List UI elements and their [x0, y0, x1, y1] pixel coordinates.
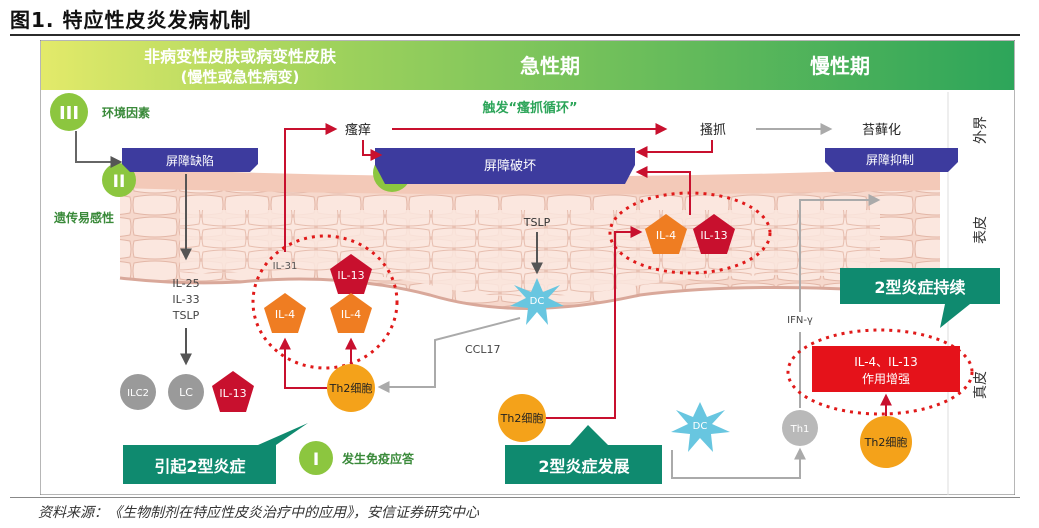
ilc2-cell — [120, 374, 156, 410]
immune-label: 发生免疫应答 — [341, 451, 415, 466]
il13-left-label: IL-13 — [337, 269, 364, 282]
enhance-line1: IL-4、IL-13 — [854, 355, 918, 369]
source-note: 资料来源：《生物制剂在特应性皮炎治疗中的应用》，安信证券研究中心 — [38, 505, 479, 521]
header-band — [41, 41, 1014, 90]
il4-il13-enhance-box — [812, 346, 960, 392]
env-factors-label: 环境因素 — [102, 105, 150, 120]
lichen-label: 苔藓化 — [862, 123, 901, 138]
lc-cell — [168, 374, 204, 410]
step-1-label: I — [313, 450, 319, 470]
lc-label: LC — [179, 386, 193, 399]
il4-pentagon-left-1 — [264, 293, 306, 333]
tslp-left-label: TSLP — [172, 309, 200, 322]
step-1-circle — [299, 441, 333, 475]
th2-cell-right — [860, 416, 912, 468]
dc-epidermis-label: DC — [530, 296, 545, 307]
step-3-circle — [50, 93, 88, 131]
th2-cell-middle — [498, 394, 546, 442]
ilc2-label: ILC2 — [127, 388, 149, 399]
header-acute: 急性期 — [520, 54, 580, 78]
il4-left-label-1: IL-4 — [275, 308, 295, 321]
header-col1-line2: (慢性或急性病变) — [181, 68, 300, 86]
step-2-circle — [102, 163, 136, 197]
il13-pentagon-left — [330, 254, 372, 294]
il4-pentagon-left-2 — [330, 293, 372, 333]
header-chronic: 慢性期 — [810, 54, 870, 78]
tslp-label: TSLP — [523, 216, 551, 229]
il13-pentagon-middle — [693, 214, 735, 254]
layer-dermis: 真皮 — [973, 371, 989, 399]
itch-label: 瘙痒 — [345, 122, 371, 138]
layer-outer: 外界 — [973, 116, 989, 144]
barrier-suppress-label: 屏障抑制 — [866, 152, 914, 167]
dc-cell-dermis — [671, 402, 730, 452]
il25-label: IL-25 — [172, 277, 199, 290]
callout-type2-inflammation — [123, 423, 308, 484]
callout-3-label: 2型炎症持续 — [874, 278, 965, 297]
th2-left-label: Th2细胞 — [329, 382, 373, 395]
th2-cell-left — [327, 364, 375, 412]
source-divider — [10, 497, 1020, 498]
th2-right-label: Th2细胞 — [864, 436, 908, 449]
il4-pentagon-middle — [645, 214, 687, 254]
il13-ilc-pentagon — [212, 371, 254, 412]
callout-1-label: 引起2型炎症 — [154, 457, 245, 476]
th2-middle-label: Th2细胞 — [500, 412, 544, 425]
il13-ilc-label: IL-13 — [219, 387, 246, 400]
genetic-label: 遗传易感性 — [53, 210, 114, 225]
pathogenesis-diagram: 非病变性皮肤或病变性皮肤 (慢性或急性病变) 急性期 慢性期 外界 表皮 真皮 … — [40, 40, 1015, 495]
figure-title: 图1. 特应性皮炎发病机制 — [10, 8, 252, 32]
enhance-line2: 作用增强 — [862, 372, 910, 386]
il13-middle-label: IL-13 — [700, 229, 727, 242]
th1-label: Th1 — [790, 424, 810, 435]
barrier-defect-box — [122, 148, 258, 172]
dotted-cluster-left — [251, 234, 399, 370]
dc-dermis-label: DC — [693, 421, 708, 432]
scratch-label: 搔抓 — [700, 123, 726, 138]
barrier-break-label: 屏障破坏 — [484, 159, 536, 174]
title-divider — [10, 34, 1020, 36]
dotted-cluster-right — [786, 328, 974, 416]
itch-cycle-label: 触发“瘙抓循环” — [481, 100, 577, 116]
ifn-label: IFN-γ — [787, 315, 813, 326]
callout-2-label: 2型炎症发展 — [538, 457, 630, 476]
dc-cell-epidermis — [510, 278, 564, 325]
step-3-label: III — [59, 103, 79, 124]
callout-type2-development — [505, 425, 662, 484]
step-2-label: II — [113, 172, 126, 192]
il4-middle-label: IL-4 — [656, 229, 676, 242]
header-col1-line1: 非病变性皮肤或病变性皮肤 — [144, 47, 337, 66]
il33-label: IL-33 — [172, 293, 199, 306]
barrier-defect-label: 屏障缺陷 — [166, 153, 214, 168]
il31-label: IL-31 — [273, 261, 298, 272]
barrier-suppress-box — [825, 148, 958, 172]
barrier-break-box — [375, 148, 635, 184]
layer-epidermis: 表皮 — [973, 216, 989, 244]
ccl17-label: CCL17 — [465, 343, 501, 356]
th1-cell — [782, 410, 818, 446]
callout-type2-persist — [840, 268, 1000, 328]
il4-left-label-2: IL-4 — [341, 308, 361, 321]
